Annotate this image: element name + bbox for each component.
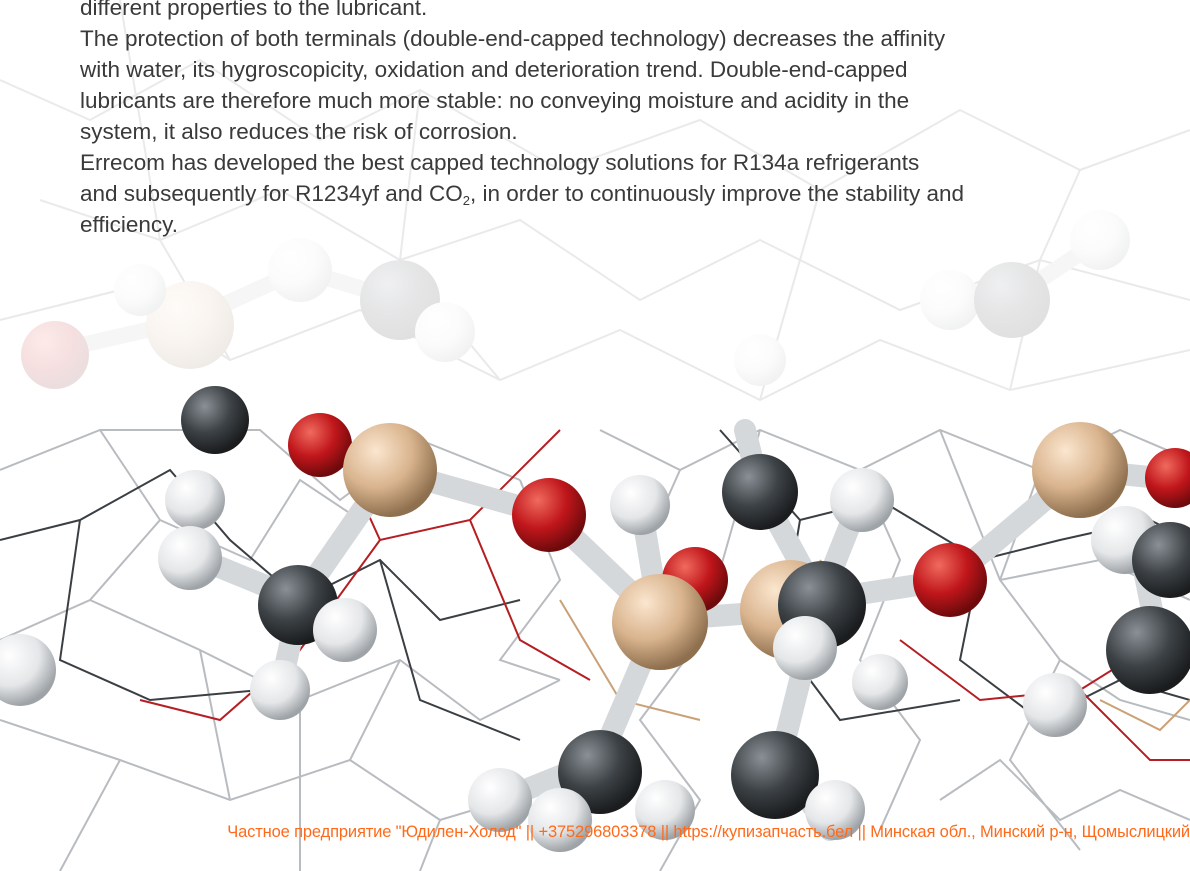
body-text: different properties to the lubricant. T…: [80, 0, 1162, 240]
text-line: different properties to the lubricant.: [80, 0, 428, 20]
paragraph-2: The protection of both terminals (double…: [80, 23, 1162, 147]
faded-molecule-background: [0, 0, 1190, 402]
text-line: lubricants are therefore much more stabl…: [80, 88, 910, 113]
text-line: with water, its hygroscopicity, oxidatio…: [80, 57, 908, 82]
text-line: Errecom has developed the best capped te…: [80, 150, 920, 175]
text-fragment: , in order to continuously improve the s…: [469, 181, 964, 206]
subscript: 2: [462, 193, 470, 208]
text-line: and subsequently for R1234yf and CO2, in…: [80, 178, 1162, 209]
footer-contact-line: Частное предприятие "Юдилен-Холод" || +3…: [227, 823, 1190, 841]
text-line: efficiency.: [80, 212, 178, 237]
paragraph-3: Errecom has developed the best capped te…: [80, 147, 1162, 240]
paragraph-1: different properties to the lubricant.: [80, 0, 1162, 23]
text-line: system, it also reduces the risk of corr…: [80, 119, 518, 144]
text-fragment: and subsequently for R1234yf and CO: [80, 181, 463, 206]
molecule-atoms: [0, 386, 1190, 852]
text-line: The protection of both terminals (double…: [80, 26, 946, 51]
